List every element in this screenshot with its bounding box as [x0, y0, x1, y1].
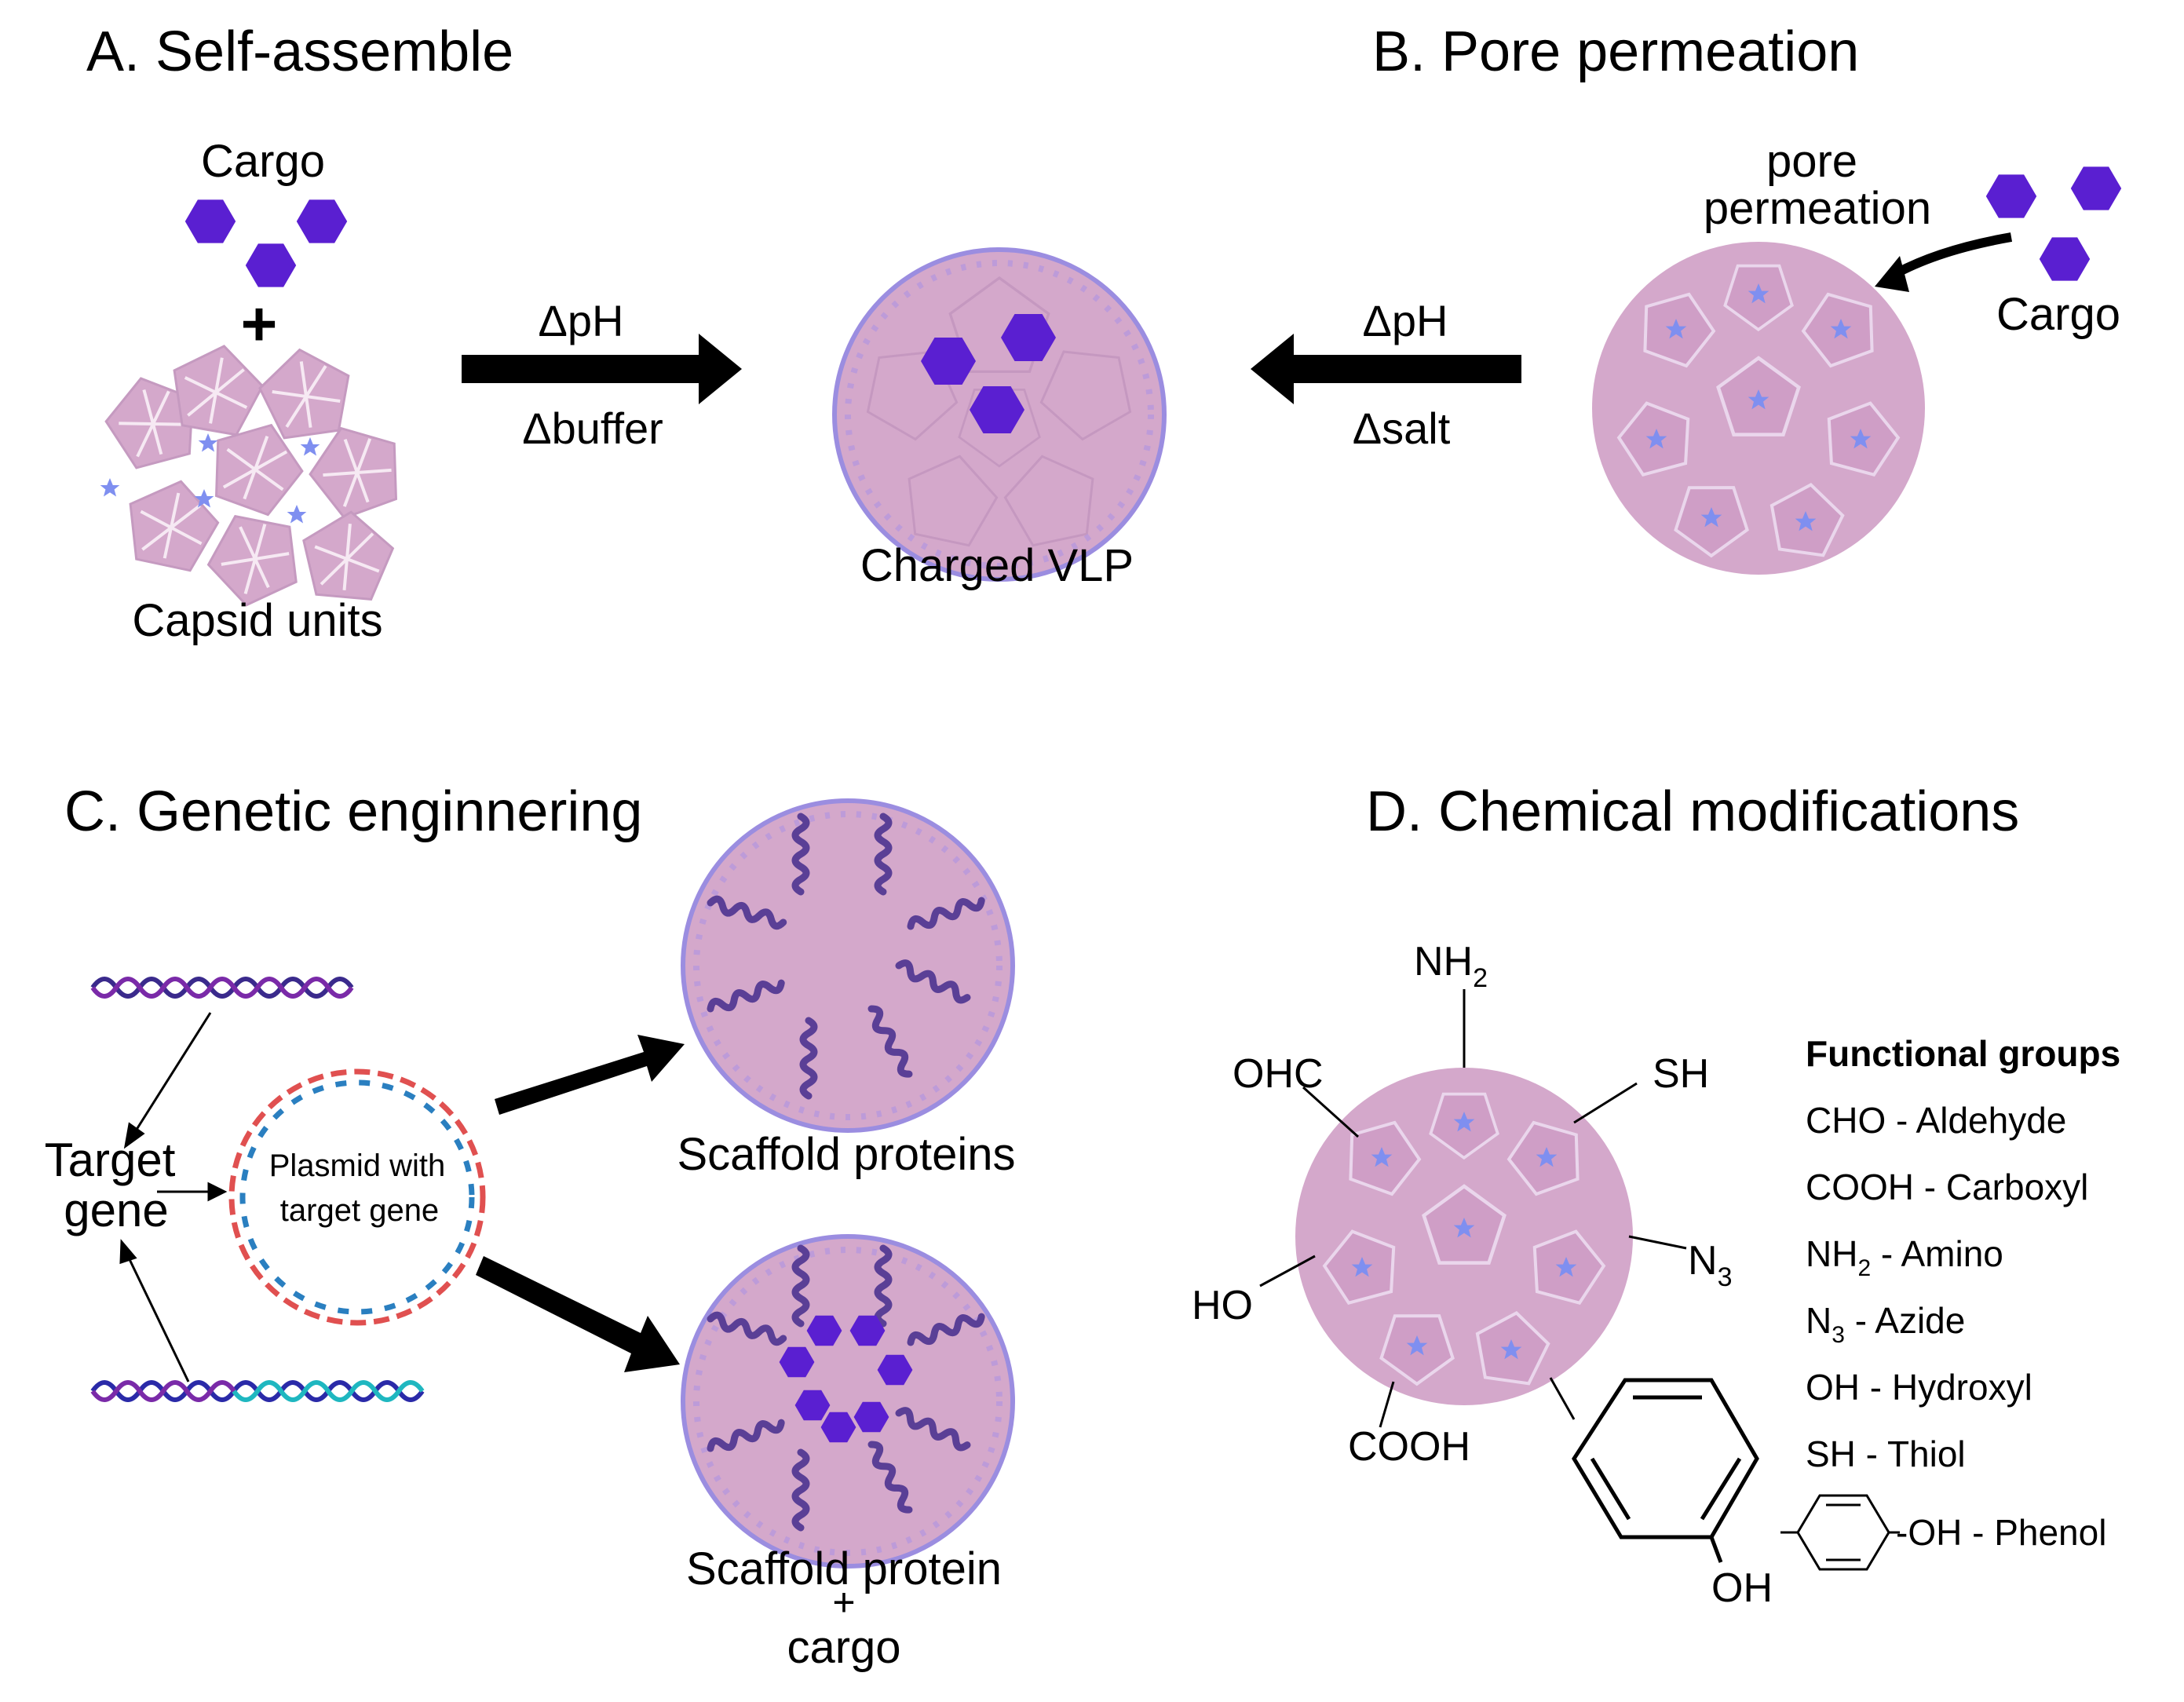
label-cooh: COOH [1348, 1424, 1470, 1470]
functional-group-labels: NH2 OHC SH N3 HO COOH OH [1192, 939, 1773, 1611]
panel-c: C. Genetic enginnering Target gene Plasm… [45, 780, 1016, 1673]
scaffold-cargo-line1: Scaffold protein [686, 1543, 1002, 1594]
scaffold-vlp [681, 798, 1015, 1133]
label-ho: HO [1192, 1283, 1253, 1328]
cargo-hexagon [1985, 174, 2037, 218]
target-gene-line1: Target [45, 1134, 176, 1186]
pore-label-line1: pore [1766, 136, 1857, 187]
capsid-units [96, 337, 414, 614]
capsid-unit [96, 365, 208, 474]
legend-cooh: COOH - Carboxyl [1806, 1167, 2088, 1207]
plasmid-line2: target gene [280, 1193, 439, 1228]
panel-d: D. Chemical modifications [1192, 780, 2120, 1611]
cargo-label-a: Cargo [201, 136, 325, 187]
label-ohc: OHC [1233, 1051, 1324, 1097]
label-ring-oh: OH [1711, 1565, 1773, 1611]
legend-oh: OH - Hydroxyl [1806, 1367, 2032, 1408]
capsid-unit [118, 470, 226, 575]
target-gene-line2: gene [64, 1184, 168, 1236]
legend-nh2: NH2 - Amino [1806, 1233, 2003, 1281]
legend-phenol: -OH - Phenol [1896, 1512, 2106, 1553]
legend-n3: N3 - Azide [1806, 1300, 1965, 1348]
legend-phenol-ring [1780, 1494, 1900, 1571]
scaffold-cargo-line2: cargo [787, 1622, 900, 1673]
capsid-unit [193, 496, 313, 614]
plasmid-line1: Plasmid with [269, 1149, 446, 1183]
arrow-to-scaffold-cargo [476, 1256, 680, 1372]
scaffold-cargo-plus: + [832, 1580, 855, 1624]
legend-sh: SH - Thiol [1806, 1434, 1966, 1474]
panel-a: A. Self-assemble Cargo + Capsid units [86, 20, 742, 646]
arrow-a-to-vlp [462, 334, 742, 404]
group-bonds [1259, 989, 1687, 1428]
label-sh: SH [1653, 1051, 1709, 1097]
panel-c-title: C. Genetic enginnering [64, 780, 642, 843]
dna-strand-bottom [90, 1380, 425, 1402]
arrow-a-bottom-label: Δbuffer [522, 404, 663, 453]
legend-cho: CHO - Aldehyde [1806, 1100, 2066, 1141]
capsid-units-label: Capsid units [132, 595, 382, 646]
cargo-hexagon [2039, 237, 2091, 281]
arrow-b-to-vlp [1251, 334, 1521, 404]
cargo-hexagon [296, 199, 348, 243]
label-n3: N3 [1688, 1238, 1732, 1292]
scaffold-cargo-vlp [681, 1234, 1015, 1569]
cargo-molecules-a [184, 199, 348, 287]
cargo-hexagon [2070, 166, 2122, 210]
cargo-hexagon [245, 243, 297, 287]
capsid-unit [199, 408, 315, 522]
arrow-b-top-label: ΔpH [1363, 296, 1448, 345]
cargo-hexagon [184, 199, 236, 243]
cargo-molecules-b [1985, 166, 2122, 281]
pore-label-line2: permeation [1704, 183, 1931, 234]
plasmid [228, 1068, 486, 1326]
functional-groups-legend: Functional groups CHO - Aldehyde COOH - … [1780, 1033, 2120, 1571]
capsid-unit [298, 506, 397, 602]
scaffold-label: Scaffold proteins [677, 1129, 1016, 1180]
arrow-b-bottom-label: Δsalt [1353, 404, 1451, 453]
capsid-unit [298, 411, 414, 525]
panel-d-title: D. Chemical modifications [1366, 780, 2019, 843]
phenol-ring [1572, 1378, 1759, 1563]
arrow-a-top-label: ΔpH [539, 296, 624, 345]
plus-sign: + [241, 289, 278, 359]
dna-strand-top [90, 977, 354, 999]
panel-b: B. Pore permeation pore permeation Cargo [1251, 20, 2122, 575]
charged-vlp: Charged VLP [832, 247, 1167, 591]
pore-arrow [1875, 232, 2013, 292]
panel-a-title: A. Self-assemble [86, 20, 513, 83]
legend-heading: Functional groups [1806, 1033, 2120, 1074]
arrow-to-scaffold [495, 1035, 685, 1115]
gene-arrows [119, 1012, 228, 1382]
cargo-label-b: Cargo [1996, 289, 2120, 340]
panel-b-title: B. Pore permeation [1372, 20, 1859, 83]
capsid-unit [254, 342, 357, 442]
capsid-unit [163, 337, 270, 440]
label-nh2: NH2 [1414, 939, 1488, 993]
vlp-label: Charged VLP [860, 540, 1134, 591]
